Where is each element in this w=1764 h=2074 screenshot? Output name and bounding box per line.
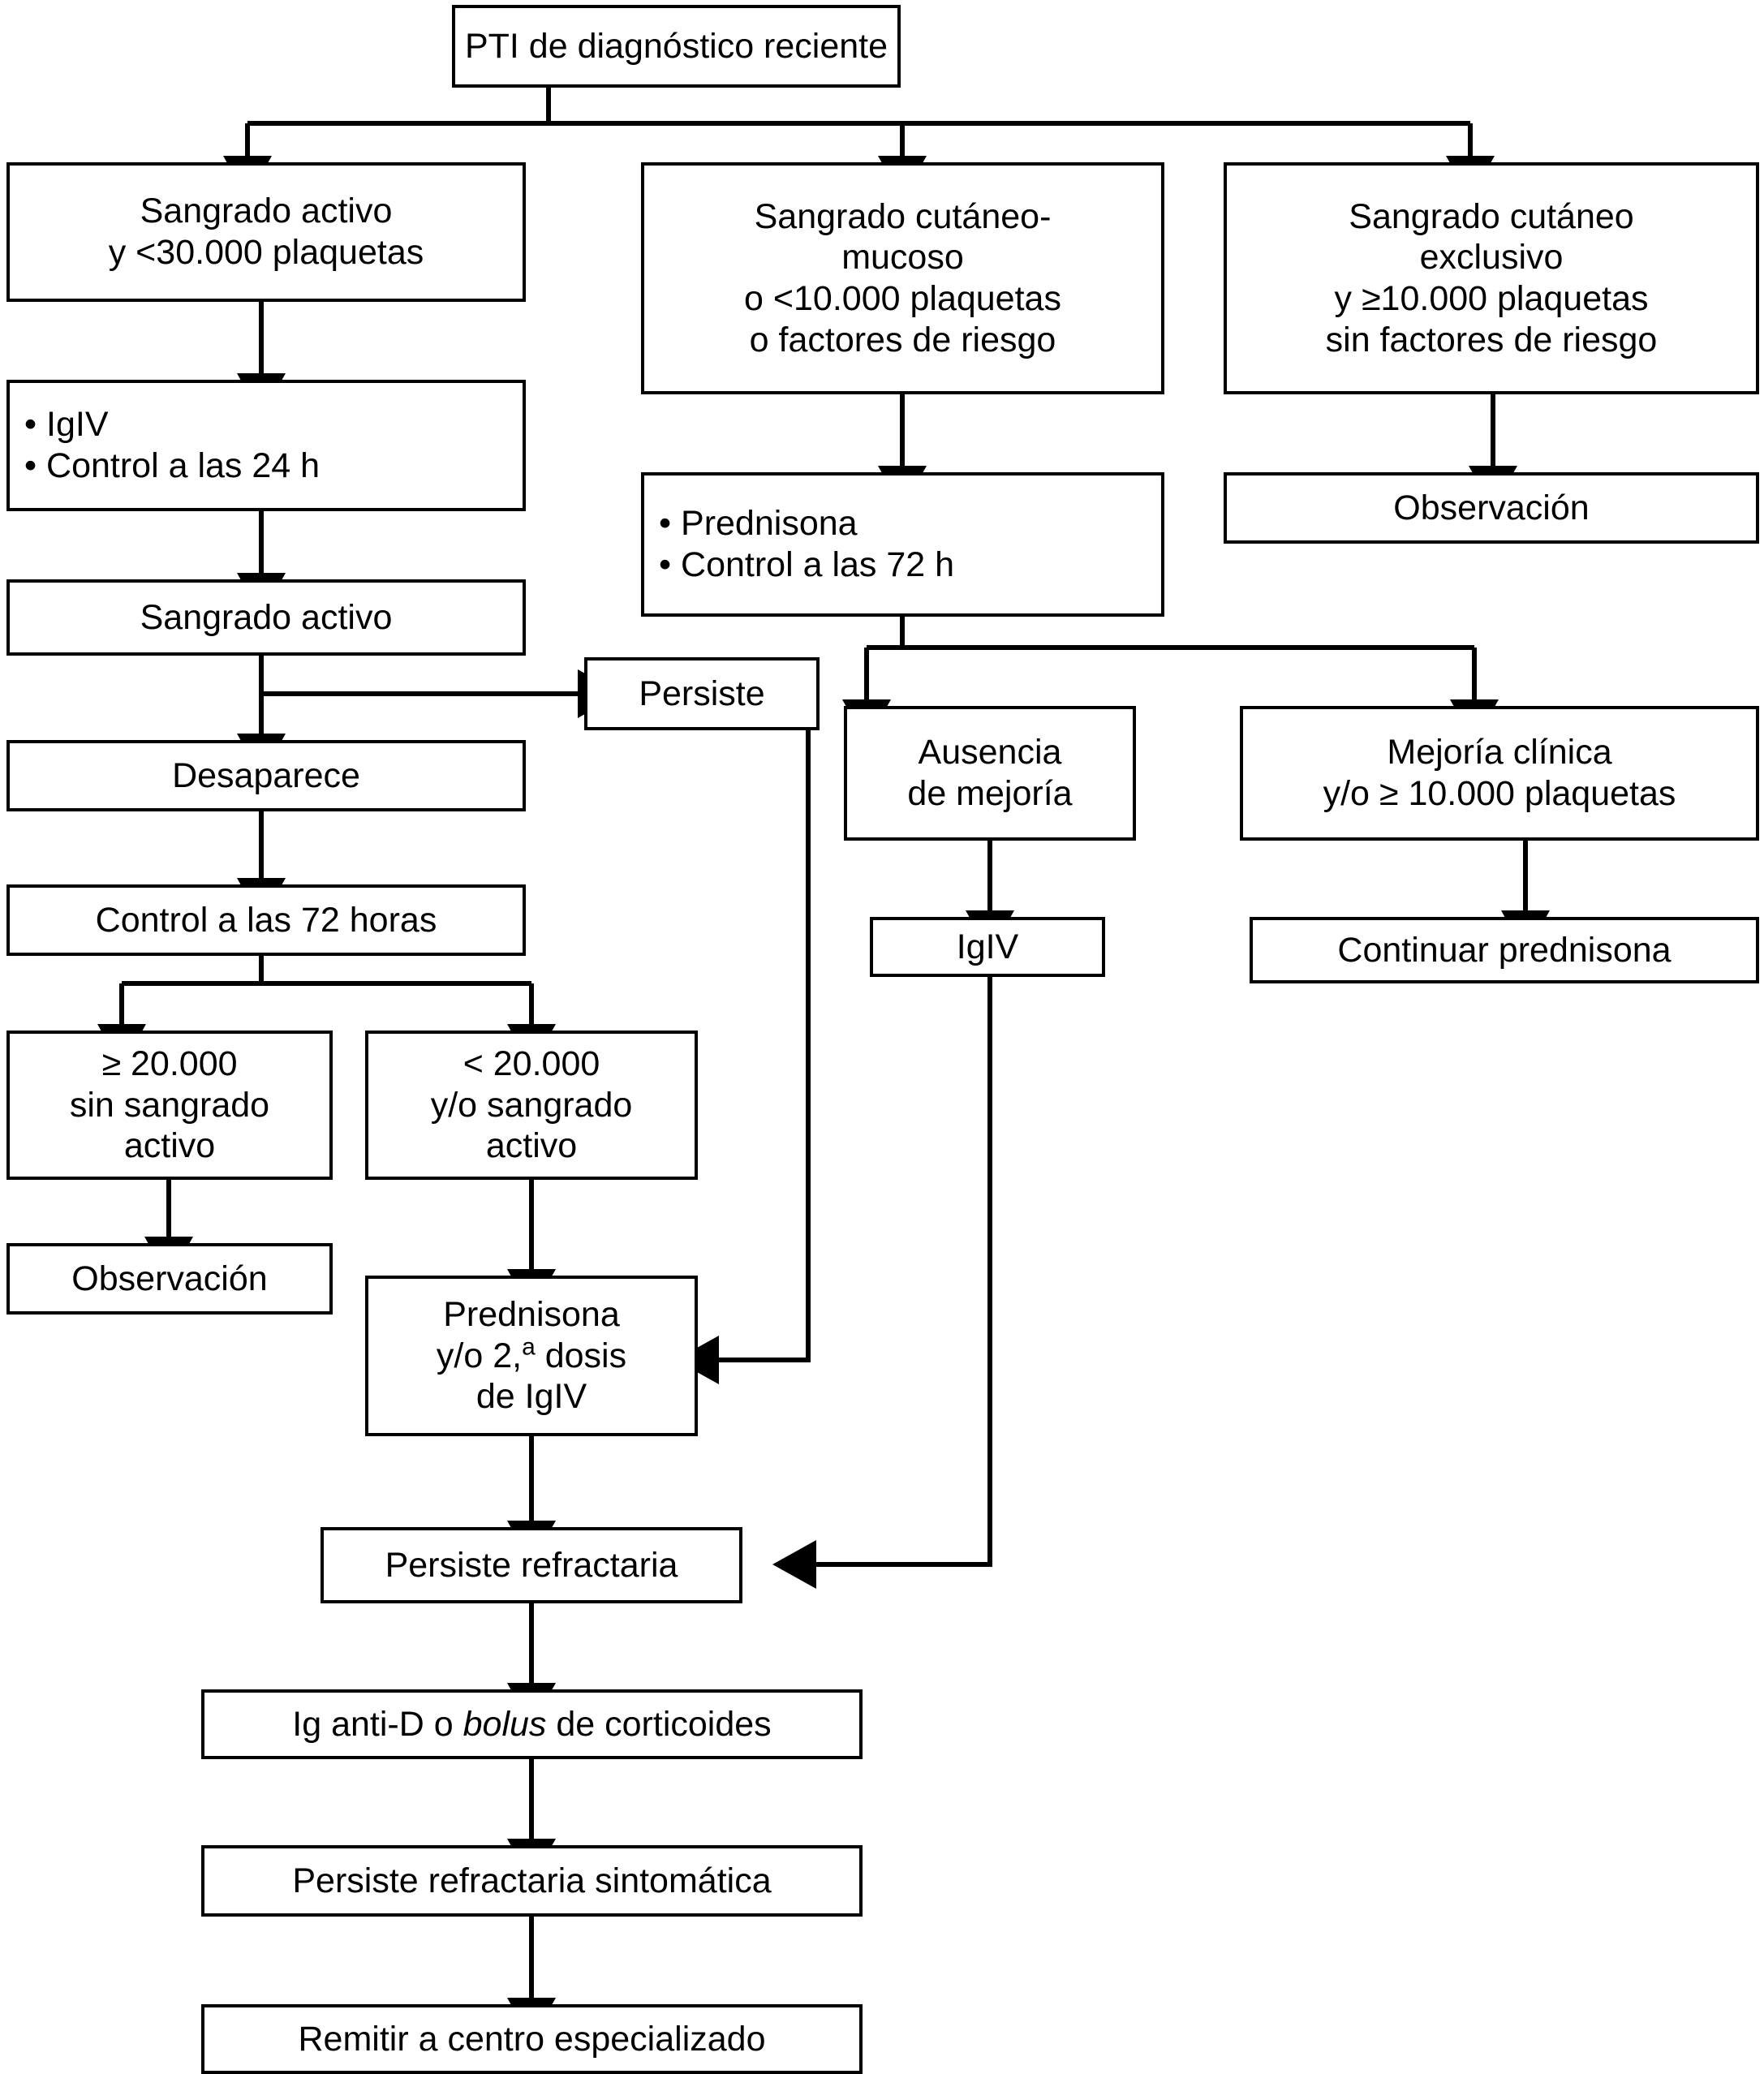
branchA-line2: y <30.000 plaquetas	[108, 233, 424, 272]
branchC-line2: exclusivo	[1419, 238, 1564, 278]
node-branch-cutaneo-exclusivo[interactable]: Sangrado cutáneo exclusivo y ≥10.000 pla…	[1224, 162, 1759, 394]
node-iglv-right[interactable]: IgIV	[870, 917, 1105, 977]
ausencia-line1: Ausencia	[918, 733, 1062, 772]
node-remitir-centro-especializado[interactable]: Remitir a centro especializado	[201, 2004, 863, 2074]
mayor20000-line1: ≥ 20.000	[101, 1043, 238, 1083]
branchB-line4: o factores de riesgo	[749, 320, 1056, 359]
branchC-line3: y ≥10.000 plaquetas	[1334, 279, 1649, 318]
continuarprednisona-line1: Continuar prednisona	[1337, 930, 1671, 970]
iganti-d-text: Ig anti-D o bolus de corticoides	[292, 1704, 772, 1744]
node-treat-iglv-control24[interactable]: IgIV Control a las 24 h	[6, 380, 526, 511]
mejoria-line2: y/o ≥ 10.000 plaquetas	[1323, 774, 1676, 813]
prednisona2dosis-line1: Prednisona	[443, 1294, 620, 1334]
prednisona2dosis-line2: y/o 2,a dosis	[436, 1333, 627, 1375]
node-root-line1: PTI de diagnóstico reciente	[464, 26, 888, 66]
remitir-line1: Remitir a centro especializado	[298, 2019, 766, 2059]
node-continuar-prednisona[interactable]: Continuar prednisona	[1250, 917, 1759, 983]
treatB-bullet1: Prednisona	[659, 503, 858, 544]
edge-persiste-to-prednisona2dosis	[675, 730, 811, 1384]
branchB-line2: mucoso	[841, 238, 964, 278]
menor20000-line3: activo	[485, 1126, 578, 1166]
persisterefractariasint-line1: Persiste refractaria sintomática	[292, 1861, 772, 1900]
branchA-line1: Sangrado activo	[140, 191, 393, 231]
branchC-line1: Sangrado cutáneo	[1349, 196, 1634, 236]
menor20000-line2: y/o sangrado	[430, 1085, 633, 1125]
prednisona2dosis-line3: de IgIV	[475, 1377, 587, 1417]
branchC-line4: sin factores de riesgo	[1325, 320, 1658, 359]
persiste-line1: Persiste	[639, 673, 765, 713]
node-branch-cutaneo-mucoso[interactable]: Sangrado cutáneo- mucoso o <10.000 plaqu…	[641, 162, 1164, 394]
treatB-bullet2: Control a las 72 h	[659, 544, 954, 586]
observacion-right-line1: Observación	[1393, 488, 1590, 527]
node-prednisona-segunda-dosis[interactable]: Prednisona y/o 2,a dosis de IgIV	[365, 1276, 698, 1436]
sangradoactivo-line1: Sangrado activo	[140, 597, 393, 637]
menor20000-line1: < 20.000	[463, 1043, 600, 1083]
mejoria-line1: Mejoría clínica	[1387, 733, 1612, 772]
desaparece-line1: Desaparece	[172, 755, 360, 795]
node-observacion-left[interactable]: Observación	[6, 1243, 333, 1315]
node-mayor-20000[interactable]: ≥ 20.000 sin sangrado activo	[6, 1031, 333, 1180]
node-persiste-refractaria-sintomatica[interactable]: Persiste refractaria sintomática	[201, 1845, 863, 1917]
node-mejoria-clinica[interactable]: Mejoría clínica y/o ≥ 10.000 plaquetas	[1240, 706, 1759, 841]
node-persiste-refractaria[interactable]: Persiste refractaria	[321, 1527, 742, 1603]
node-branch-sangrado-activo[interactable]: Sangrado activo y <30.000 plaquetas	[6, 162, 526, 302]
mayor20000-line2: sin sangrado	[69, 1085, 270, 1125]
persisterefractaria-line1: Persiste refractaria	[385, 1545, 678, 1585]
control72-line1: Control a las 72 horas	[95, 900, 437, 940]
node-sangrado-activo[interactable]: Sangrado activo	[6, 579, 526, 656]
ausencia-line2: de mejoría	[907, 774, 1073, 813]
node-ig-anti-d-bolus[interactable]: Ig anti-D o bolus de corticoides	[201, 1689, 863, 1759]
observacion-left-line1: Observación	[71, 1259, 268, 1298]
iglv-right-line1: IgIV	[956, 927, 1019, 966]
branchB-line3: o <10.000 plaquetas	[744, 279, 1061, 318]
node-ausencia-de-mejoria[interactable]: Ausencia de mejoría	[844, 706, 1136, 841]
branchB-line1: Sangrado cutáneo-	[754, 196, 1052, 236]
node-control-72-horas[interactable]: Control a las 72 horas	[6, 884, 526, 956]
node-persiste[interactable]: Persiste	[584, 657, 820, 730]
node-observacion-right[interactable]: Observación	[1224, 472, 1759, 544]
edge-iglv-to-persisterefractaria	[772, 977, 992, 1589]
node-treat-prednisona-control72[interactable]: Prednisona Control a las 72 h	[641, 472, 1164, 617]
node-desaparece[interactable]: Desaparece	[6, 740, 526, 811]
mayor20000-line3: activo	[123, 1126, 216, 1166]
treatA-bullet1: IgIV	[24, 404, 109, 445]
treatA-bullet2: Control a las 24 h	[24, 445, 320, 487]
node-root[interactable]: PTI de diagnóstico reciente	[452, 5, 901, 88]
node-menor-20000[interactable]: < 20.000 y/o sangrado activo	[365, 1031, 698, 1180]
